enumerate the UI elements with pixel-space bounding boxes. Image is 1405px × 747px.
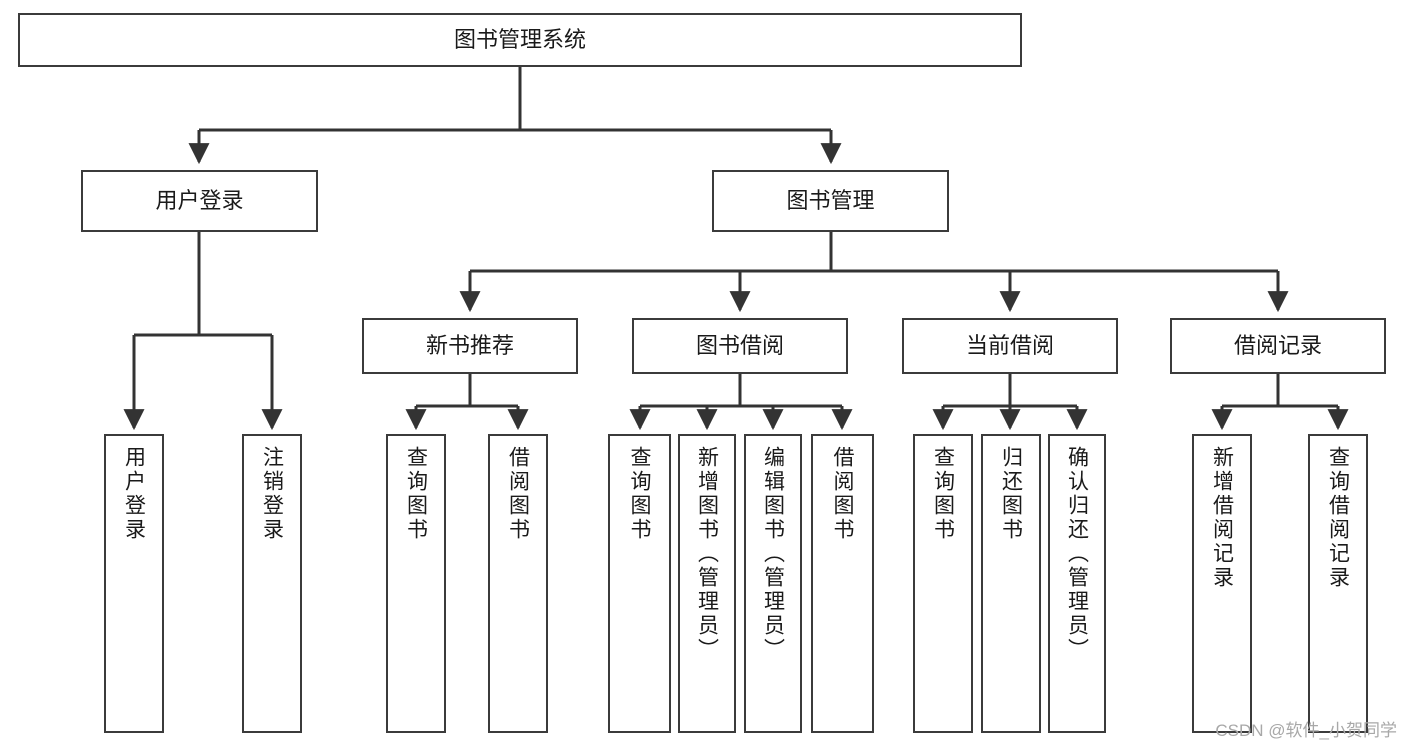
node-book-manage-label: 图书管理 bbox=[786, 188, 875, 214]
node-current-borrow[interactable]: 当前借阅 bbox=[902, 318, 1118, 374]
node-leaf-logout-login-label: 注销登录 bbox=[260, 446, 284, 542]
node-leaf-logout-login[interactable]: 注销登录 bbox=[242, 434, 302, 733]
node-leaf-user-login[interactable]: 用户登录 bbox=[104, 434, 164, 733]
node-leaf-query-book-3-label: 查询图书 bbox=[931, 446, 955, 542]
node-leaf-query-book-2-label: 查询图书 bbox=[628, 446, 651, 542]
node-user-login-label: 用户登录 bbox=[155, 188, 244, 214]
node-leaf-add-book[interactable]: 新增图书（管理员） bbox=[678, 434, 736, 733]
node-leaf-return-book-label: 归还图书 bbox=[999, 446, 1023, 542]
node-new-book-recommend[interactable]: 新书推荐 bbox=[362, 318, 578, 374]
node-leaf-add-record[interactable]: 新增借阅记录 bbox=[1192, 434, 1252, 733]
node-leaf-return-book[interactable]: 归还图书 bbox=[981, 434, 1041, 733]
node-leaf-borrow-book-2-label: 借阅图书 bbox=[831, 446, 854, 542]
node-leaf-user-login-label: 用户登录 bbox=[122, 446, 146, 542]
node-book-borrow-label: 图书借阅 bbox=[695, 333, 784, 359]
node-new-book-recommend-label: 新书推荐 bbox=[425, 333, 514, 359]
node-leaf-borrow-book-1[interactable]: 借阅图书 bbox=[488, 434, 548, 733]
node-leaf-query-book-3[interactable]: 查询图书 bbox=[913, 434, 973, 733]
node-leaf-confirm-return[interactable]: 确认归还（管理员） bbox=[1048, 434, 1106, 733]
node-leaf-edit-book-label: 编辑图书（管理员） bbox=[761, 446, 785, 662]
node-leaf-query-book-1-label: 查询图书 bbox=[404, 446, 428, 542]
node-leaf-confirm-return-label: 确认归还（管理员） bbox=[1065, 446, 1089, 662]
node-leaf-add-record-label: 新增借阅记录 bbox=[1210, 446, 1234, 590]
node-book-borrow[interactable]: 图书借阅 bbox=[632, 318, 848, 374]
node-book-manage[interactable]: 图书管理 bbox=[712, 170, 949, 232]
node-user-login[interactable]: 用户登录 bbox=[81, 170, 318, 232]
node-leaf-query-book-2[interactable]: 查询图书 bbox=[608, 434, 671, 733]
node-borrow-record[interactable]: 借阅记录 bbox=[1170, 318, 1386, 374]
node-current-borrow-label: 当前借阅 bbox=[965, 333, 1054, 359]
node-leaf-query-record-label: 查询借阅记录 bbox=[1326, 446, 1350, 590]
node-leaf-query-record[interactable]: 查询借阅记录 bbox=[1308, 434, 1368, 733]
node-leaf-add-book-label: 新增图书（管理员） bbox=[695, 446, 719, 662]
node-borrow-record-label: 借阅记录 bbox=[1233, 333, 1322, 359]
csdn-watermark: CSDN @软件_小贺同学 bbox=[1215, 721, 1397, 740]
node-leaf-query-book-1[interactable]: 查询图书 bbox=[386, 434, 446, 733]
node-root-label: 图书管理系统 bbox=[453, 27, 586, 53]
node-leaf-edit-book[interactable]: 编辑图书（管理员） bbox=[744, 434, 802, 733]
node-leaf-borrow-book-1-label: 借阅图书 bbox=[506, 446, 530, 542]
node-leaf-borrow-book-2[interactable]: 借阅图书 bbox=[811, 434, 874, 733]
node-root[interactable]: 图书管理系统 bbox=[18, 13, 1022, 67]
